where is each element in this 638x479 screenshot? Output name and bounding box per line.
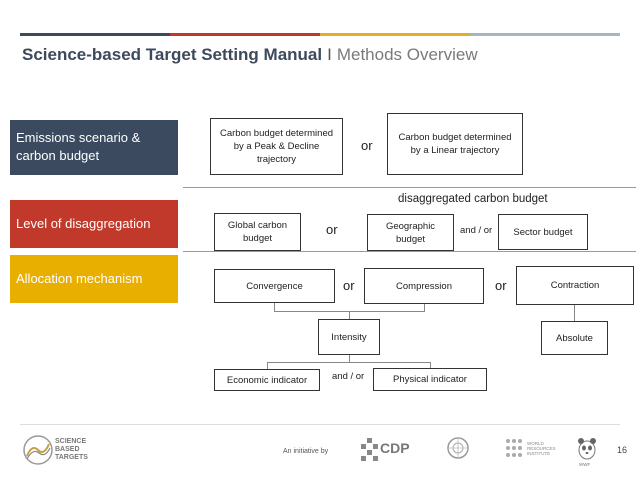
title-separator: I <box>327 45 332 64</box>
tree-line-to-intensity <box>349 311 350 319</box>
color-bar-segment-4 <box>470 33 620 36</box>
box-linear: Carbon budget determined by a Linear tra… <box>387 113 523 175</box>
un-global-compact-logo-icon <box>447 437 469 459</box>
wri-logo-text: WORLD RESOURCES INSTITUTE <box>527 441 556 456</box>
box-peak-decline: Carbon budget determined by a Peak & Dec… <box>210 118 343 175</box>
box-convergence: Convergence <box>214 269 335 303</box>
row-label-disaggregation: Level of disaggregation <box>10 200 178 248</box>
box-compression: Compression <box>364 268 484 304</box>
box-economic-indicator: Economic indicator <box>214 369 320 391</box>
connector-or-row2: or <box>326 222 338 237</box>
connector-or-row3-b: or <box>495 278 507 293</box>
sbt-logo-word-1: SCIENCE <box>55 438 87 445</box>
title-main: Science-based Target Setting Manual <box>22 45 323 64</box>
connector-or-row1: or <box>361 138 373 153</box>
row-label-allocation: Allocation mechanism <box>10 255 178 303</box>
row-divider-1 <box>183 187 636 188</box>
initiative-by-label: An initiative by <box>283 448 329 455</box>
title-sub: Methods Overview <box>336 45 478 64</box>
row-divider-2 <box>183 251 636 252</box>
wri-logo-icon <box>506 439 522 457</box>
page-number: 16 <box>617 445 628 455</box>
box-absolute: Absolute <box>541 321 608 355</box>
color-bar-segment-3 <box>320 33 470 36</box>
tree-line-to-absolute <box>574 305 575 321</box>
box-sector-budget: Sector budget <box>498 214 588 250</box>
cdp-logo-icon <box>361 438 378 461</box>
tree-line-compression-down <box>424 304 425 311</box>
wwf-logo-text: WWF <box>579 462 591 467</box>
color-bar-segment-1 <box>20 33 170 36</box>
tree-line-horizontal-bottom <box>267 362 430 363</box>
row-label-emissions: Emissions scenario & carbon budget <box>10 120 178 175</box>
wri-logo-word-1: WORLD <box>527 441 544 446</box>
note-disaggregated-budget: disaggregated carbon budget <box>398 193 548 205</box>
box-geographic-budget: Geographic budget <box>367 214 454 251</box>
sbt-logo-word-3: TARGETS <box>55 454 88 461</box>
wri-logo-word-3: INSTITUTE <box>527 451 551 456</box>
color-bar-segment-2 <box>170 33 320 36</box>
connector-and-or-row3: and / or <box>332 371 365 382</box>
connector-and-or-row2: and / or <box>460 225 493 236</box>
sbt-logo-word-2: BASED <box>55 446 80 453</box>
tree-line-intensity-down <box>349 355 350 362</box>
wwf-panda-logo-icon <box>578 438 596 460</box>
connector-or-row3-a: or <box>343 278 355 293</box>
header-color-bar <box>20 33 620 36</box>
box-intensity: Intensity <box>318 319 380 355</box>
tree-line-convergence-down <box>274 303 275 311</box>
wri-logo-word-2: RESOURCES <box>527 446 556 451</box>
box-contraction: Contraction <box>516 266 634 305</box>
footer-divider <box>20 424 620 425</box>
science-based-targets-logo-icon <box>23 435 53 465</box>
tree-line-to-physical <box>430 362 431 368</box>
box-global-budget: Global carbon budget <box>214 213 301 251</box>
science-based-targets-logo-text: SCIENCE BASED TARGETS <box>55 438 88 462</box>
tree-line-to-economic <box>267 362 268 369</box>
box-physical-indicator: Physical indicator <box>373 368 487 391</box>
cdp-logo-text: CDP <box>380 440 410 456</box>
